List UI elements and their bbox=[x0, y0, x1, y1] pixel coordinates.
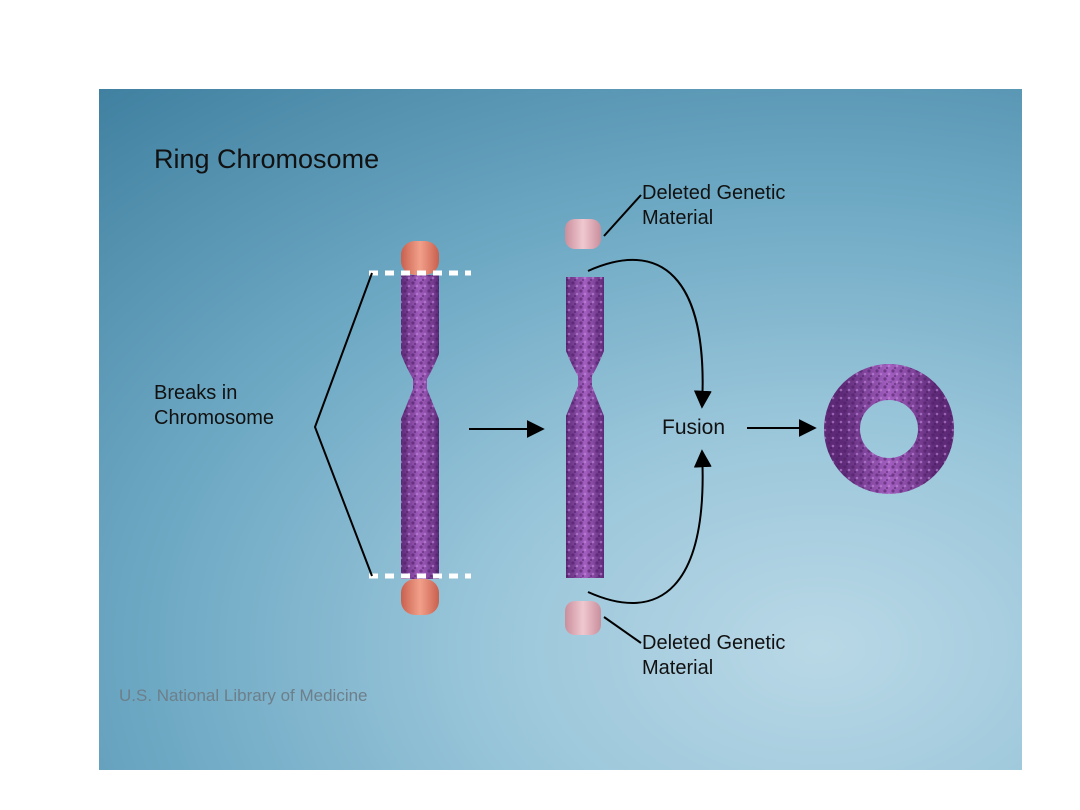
deleted-top-line2: Material bbox=[642, 207, 714, 229]
diagram-title: Ring Chromosome bbox=[154, 144, 380, 174]
intact-chromosome bbox=[369, 241, 471, 615]
breaks-bracket bbox=[313, 272, 373, 577]
deleted-top-line1: Deleted Genetic bbox=[642, 182, 786, 204]
top-telomere bbox=[401, 241, 439, 275]
top-deleted-fragment bbox=[565, 219, 601, 249]
diagram-panel: Ring Chromosome Breaks in Chromosome Del… bbox=[99, 89, 1022, 770]
chromosome-texture bbox=[401, 275, 439, 579]
broken-chromosome bbox=[565, 219, 604, 635]
broken-chromosome-texture bbox=[566, 277, 604, 578]
bottom-deleted-fragment bbox=[565, 601, 601, 635]
deleted-bottom-line1: Deleted Genetic bbox=[642, 632, 786, 654]
diagram-graphics bbox=[313, 194, 954, 644]
bottom-telomere bbox=[401, 579, 439, 615]
credit-text: U.S. National Library of Medicine bbox=[119, 686, 368, 705]
lower-fusion-arrow bbox=[587, 449, 712, 604]
deleted-material-bottom-label: Deleted Genetic Material bbox=[642, 631, 785, 681]
deleted-bottom-line2: Material bbox=[642, 657, 714, 679]
fusion-label: Fusion bbox=[662, 416, 726, 439]
breaks-label-line2: Chromosome bbox=[154, 407, 275, 429]
breaks-label: Breaks in Chromosome bbox=[154, 381, 274, 431]
ring-chromosome bbox=[824, 364, 954, 494]
top-deleted-pointer bbox=[603, 194, 642, 237]
breaks-label-line1: Breaks in bbox=[154, 382, 238, 404]
deleted-material-top-label: Deleted Genetic Material bbox=[642, 181, 785, 231]
upper-fusion-arrow bbox=[587, 258, 712, 409]
bottom-deleted-pointer bbox=[603, 616, 642, 644]
